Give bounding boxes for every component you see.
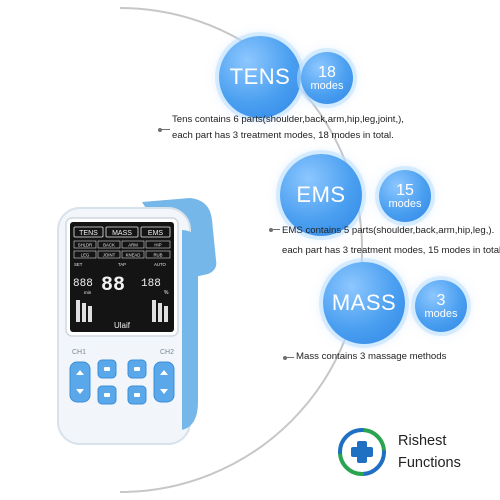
lcd-part-rub: RUB: [153, 253, 162, 258]
footer-line-2: Functions: [398, 455, 461, 471]
tens-mode-count: 18: [318, 63, 336, 81]
lcd-part-row-1: SHLDR BACK ARM HIP: [73, 240, 171, 249]
lcd-status-row: SET TAP AUTO: [74, 262, 167, 267]
menu-icon: [104, 367, 110, 371]
device-ch2-label: CH2: [160, 349, 174, 356]
ems-leader-line: [269, 227, 280, 232]
tens-modes-label: modes: [310, 79, 344, 92]
device-brand: Ulaif: [114, 321, 131, 330]
lcd-digits-left: 888: [73, 278, 93, 290]
mass-mode-count: 3: [436, 291, 446, 309]
tens-unit-device-illustration: TENS MASS EMS SHLDR BACK ARM HIP LEG JOI…: [57, 198, 217, 445]
tens-badge-label: TENS: [229, 64, 291, 89]
lcd-status-set: SET: [74, 262, 83, 267]
lcd-part-shldr: SHLDR: [78, 243, 93, 248]
device-ch1-side-button[interactable]: [69, 361, 91, 403]
lcd-part-row-2: LEG JOINT KNEAD RUB: [73, 250, 171, 259]
device-ch2-side-button[interactable]: [153, 361, 175, 403]
lcd-tab-tens: TENS: [79, 230, 98, 237]
mass-modes-label: modes: [424, 307, 458, 320]
lcd-tab-mass: MASS: [112, 230, 132, 237]
ems-mode-count-badge: 15 modes: [379, 170, 431, 222]
power-icon: [134, 393, 140, 397]
lcd-status-auto: AUTO: [154, 262, 167, 267]
ch2-down-arrow-icon: [160, 389, 168, 394]
lcd-digits-right: 188: [141, 278, 161, 290]
ems-mode-count: 15: [396, 181, 414, 199]
lcd-mode-tabs: [73, 226, 171, 238]
mass-description: Mass contains 3 massage methods: [296, 349, 446, 365]
tens-badge: TENS: [219, 36, 301, 118]
lcd-tab-ems: EMS: [148, 230, 164, 237]
ems-description: EMS contains 5 parts(shoulder,back,arm,h…: [282, 221, 500, 261]
ems-badge: EMS: [280, 154, 362, 236]
lcd-part-leg: LEG: [81, 253, 90, 258]
tens-leader-line: [158, 127, 170, 132]
lcd-unit-min: min: [84, 290, 92, 295]
footer-line-1: Rishest: [398, 433, 447, 449]
lcd-part-back: BACK: [103, 243, 115, 248]
mode-icon: [134, 367, 140, 371]
lcd-part-arm: ARM: [128, 243, 138, 248]
lcd-digits-mid: 88: [101, 274, 125, 297]
footer-text: Rishest Functions: [398, 430, 461, 474]
timer-icon: [104, 393, 110, 397]
tens-mode-count-badge: 18 modes: [301, 52, 353, 104]
lcd-part-hip: HIP: [154, 243, 161, 248]
lcd-status-tap: TAP: [118, 262, 126, 267]
device-side-trim: [182, 230, 198, 430]
lcd-level-bars: [76, 300, 168, 322]
lcd-unit-percent: %: [164, 290, 169, 296]
mass-mode-count-badge: 3 modes: [415, 280, 467, 332]
device-lcd-screen: [70, 222, 174, 332]
tens-description: Tens contains 6 parts(shoulder,back,arm,…: [172, 112, 404, 144]
ch2-up-arrow-icon: [160, 370, 168, 375]
health-cross-logo-icon: [338, 428, 386, 476]
tens-description-line-1: Tens contains 6 parts(shoulder,back,arm,…: [172, 114, 404, 125]
device-buttons: [69, 359, 175, 405]
functions-footer: Rishest Functions: [336, 426, 496, 486]
lcd-part-knead: KNEAD: [126, 253, 141, 258]
ems-badge-label: EMS: [296, 182, 346, 207]
lcd-digit-readouts: 888 88 188 min %: [73, 274, 169, 297]
mass-badge: MASS: [323, 262, 405, 344]
lcd-part-joint: JOINT: [103, 253, 116, 258]
device-ch1-label: CH1: [72, 349, 86, 356]
ems-description-line-1: EMS contains 5 parts(shoulder,back,arm,h…: [282, 225, 495, 236]
ems-description-line-2: each part has 3 treatment modes, 15 mode…: [282, 245, 500, 256]
mass-description-line-1: Mass contains 3 massage methods: [296, 351, 447, 362]
tens-description-line-2: each part has 3 treatment modes, 18 mode…: [172, 130, 394, 141]
mass-leader-line: [283, 355, 294, 360]
mass-badge-label: MASS: [331, 290, 397, 315]
ch1-up-arrow-icon: [76, 370, 84, 375]
ems-modes-label: modes: [388, 197, 422, 210]
ch1-down-arrow-icon: [76, 389, 84, 394]
